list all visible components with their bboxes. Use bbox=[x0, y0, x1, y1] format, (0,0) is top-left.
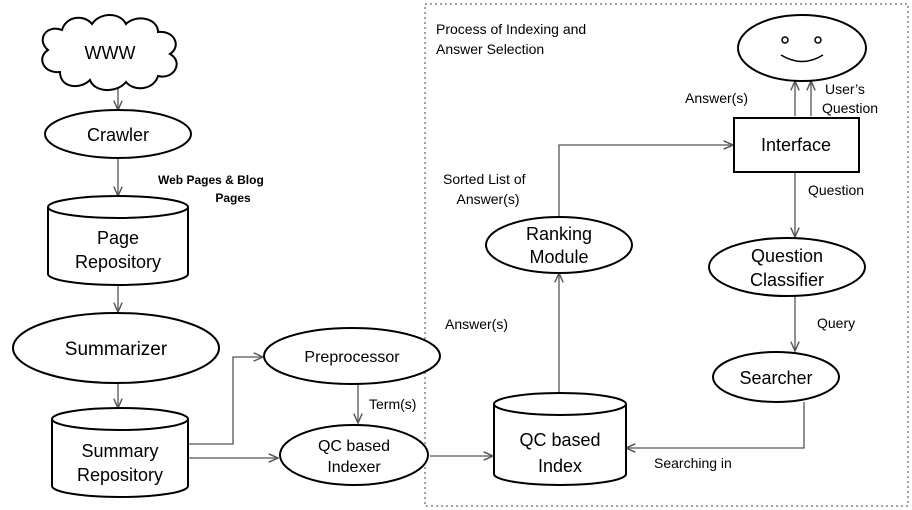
node-qc-indexer-line2: Indexer bbox=[327, 459, 381, 476]
node-summarizer-label: Summarizer bbox=[65, 339, 168, 360]
node-ranking-module-line1: Ranking bbox=[526, 224, 592, 244]
label-web-pages-line2: Pages bbox=[215, 191, 251, 205]
node-summarizer: Summarizer bbox=[12, 312, 220, 384]
node-summary-repository-line1: Summary bbox=[81, 441, 158, 461]
label-sorted-list-line2: Answer(s) bbox=[456, 191, 519, 207]
node-ranking-module: Ranking Module bbox=[485, 216, 633, 274]
label-answers-user: Answer(s) bbox=[685, 90, 748, 106]
label-users-question-line1: User’s bbox=[825, 81, 865, 97]
node-ranking-module-line2: Module bbox=[529, 247, 588, 267]
node-searcher-label: Searcher bbox=[739, 368, 812, 388]
node-www-label: WWW bbox=[85, 43, 136, 63]
node-interface-label: Interface bbox=[761, 135, 831, 155]
node-qc-indexer: QC based Indexer bbox=[279, 424, 429, 486]
node-question-classifier: Question Classifier bbox=[708, 237, 866, 297]
label-users-question-line2: Question bbox=[822, 100, 878, 116]
edge-ranking-module-interface bbox=[558, 145, 733, 218]
node-qc-indexer-line1: QC based bbox=[318, 438, 390, 455]
node-crawler: Crawler bbox=[44, 109, 192, 159]
node-preprocessor: Preprocessor bbox=[263, 327, 441, 385]
label-web-pages-line1: Web Pages & Blog bbox=[158, 173, 264, 187]
node-qc-index-line1: QC based bbox=[519, 430, 600, 450]
node-www: WWW bbox=[41, 14, 178, 91]
node-crawler-label: Crawler bbox=[87, 125, 149, 145]
node-page-repository-line2: Repository bbox=[75, 252, 161, 272]
label-question: Question bbox=[808, 182, 864, 198]
node-preprocessor-label: Preprocessor bbox=[304, 349, 400, 366]
label-searching-in: Searching in bbox=[654, 455, 732, 471]
node-page-repository-line1: Page bbox=[97, 228, 139, 248]
node-interface: Interface bbox=[733, 117, 860, 173]
node-question-classifier-line1: Question bbox=[751, 246, 823, 266]
edge-searcher-qc-index bbox=[626, 402, 805, 448]
node-qc-index-line2: Index bbox=[538, 456, 582, 476]
label-terms: Term(s) bbox=[369, 396, 416, 412]
region-title-line2: Answer Selection bbox=[436, 41, 544, 57]
cloud-shape bbox=[41, 14, 178, 91]
label-sorted-list-line1: Sorted List of bbox=[443, 171, 526, 187]
node-summary-repository: Summary Repository bbox=[51, 407, 189, 498]
edge-summary-repository-preprocessor bbox=[188, 357, 263, 445]
indexing-region-box bbox=[424, 3, 909, 507]
region-title-line1: Process of Indexing and bbox=[436, 21, 586, 37]
node-searcher: Searcher bbox=[712, 351, 840, 403]
label-query: Query bbox=[817, 315, 855, 331]
node-question-classifier-line2: Classifier bbox=[750, 270, 824, 290]
user-smiley-icon bbox=[737, 14, 867, 82]
node-summary-repository-line2: Repository bbox=[77, 465, 163, 485]
node-page-repository: Page Repository bbox=[47, 195, 189, 286]
node-qc-index: QC based Index bbox=[493, 392, 627, 486]
label-answers-up: Answer(s) bbox=[445, 316, 508, 332]
